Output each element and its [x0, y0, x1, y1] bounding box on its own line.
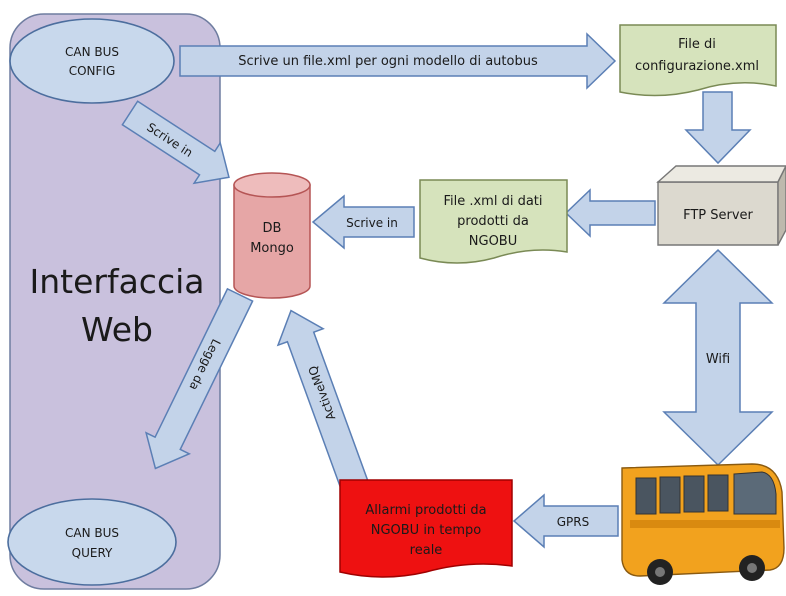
file-config-node: File di configurazione.xml	[619, 24, 777, 97]
db-mongo-node: DB Mongo	[233, 172, 311, 299]
arrow-scrive-in-file-label: Scrive in	[346, 216, 398, 230]
allarmi-line2: NGOBU in tempo	[371, 523, 482, 538]
file-dati-node: File .xml di dati prodotti da NGOBU	[419, 179, 568, 264]
file-config-line1: File di	[678, 37, 716, 52]
arrow-gprs-label: GPRS	[557, 515, 590, 529]
db-mongo-line2: Mongo	[250, 241, 294, 256]
panel-title-line2: Web	[81, 310, 153, 349]
db-mongo-line1: DB	[263, 221, 282, 236]
file-dati-line1: File .xml di dati	[443, 194, 542, 209]
allarmi-node: Allarmi prodotti da NGOBU in tempo reale	[339, 479, 513, 578]
ftp-server-node: FTP Server	[656, 165, 786, 246]
arrow-scrive-file-label: Scrive un file.xml per ogni modello di a…	[238, 54, 538, 69]
allarmi-line3: reale	[410, 543, 443, 558]
arrow-wifi-label: Wifi	[706, 352, 730, 367]
can-bus-query-line1: CAN BUS	[65, 526, 119, 540]
ftp-server-label: FTP Server	[683, 208, 753, 223]
arrow-ftp-to-file-dati	[564, 188, 656, 238]
can-bus-config-line1: CAN BUS	[65, 45, 119, 59]
panel-title-line1: Interfaccia	[30, 262, 205, 301]
bus-icon	[621, 463, 785, 585]
file-dati-line2: prodotti da	[457, 214, 529, 229]
arrow-gprs: GPRS	[512, 493, 619, 549]
arrow-config-to-ftp	[684, 91, 752, 165]
allarmi-line1: Allarmi prodotti da	[365, 503, 486, 518]
file-dati-line3: NGOBU	[469, 234, 517, 249]
can-bus-config-node	[9, 18, 175, 104]
arrow-scrive-file: Scrive un file.xml per ogni modello di a…	[179, 32, 617, 90]
can-bus-query-line2: QUERY	[72, 546, 113, 560]
arrow-scrive-in-file: Scrive in	[311, 194, 415, 250]
arrow-activemq: ActiveMQ	[276, 309, 372, 498]
can-bus-config-line2: CONFIG	[69, 64, 116, 78]
arrow-wifi: Wifi	[662, 248, 774, 467]
can-bus-query-node	[7, 498, 177, 586]
file-config-line2: configurazione.xml	[635, 59, 759, 74]
